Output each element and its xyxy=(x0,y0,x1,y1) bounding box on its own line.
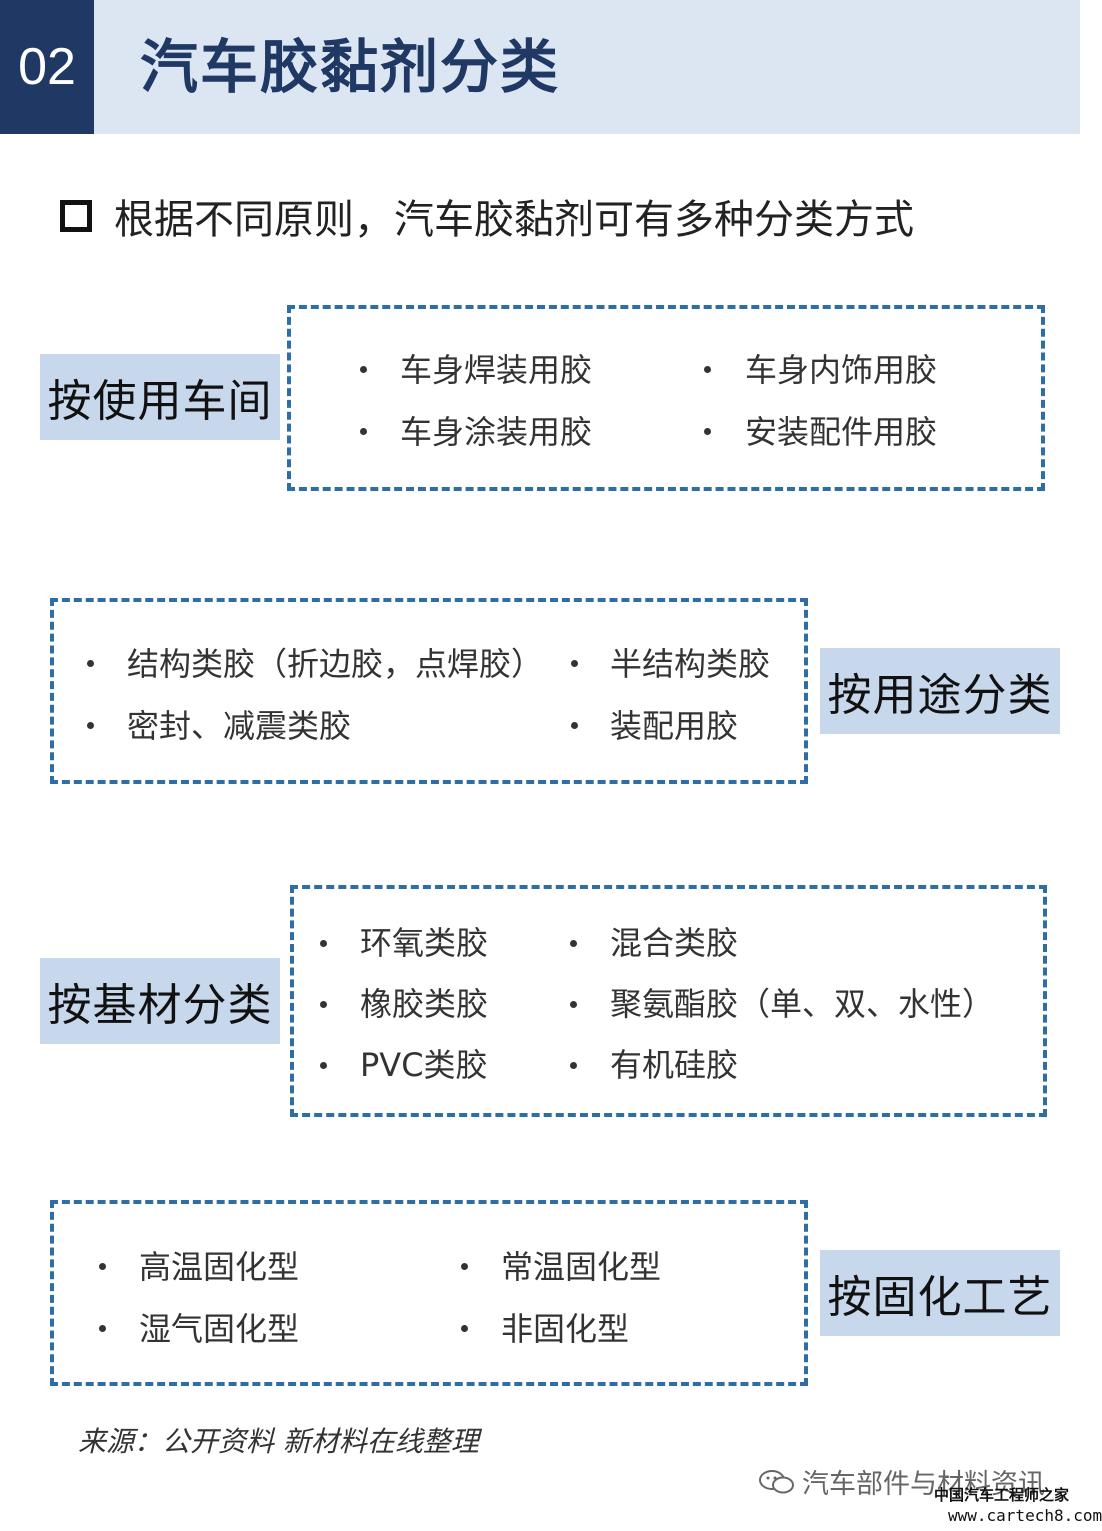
bullet-icon xyxy=(99,1263,106,1270)
section-box-workshop xyxy=(287,305,1045,491)
source-note: 来源：公开资料 新材料在线整理 xyxy=(78,1425,479,1458)
list-item: 湿气固化型 xyxy=(139,1310,300,1348)
list-item: 结构类胶（折边胶，点焊胶） xyxy=(127,645,544,683)
list-item: 密封、减震类胶 xyxy=(127,707,352,745)
list-item: 车身焊装用胶 xyxy=(400,351,593,389)
bullet-icon xyxy=(320,940,327,947)
bullet-icon xyxy=(704,428,711,435)
section-label-curing: 按固化工艺 xyxy=(820,1250,1060,1336)
wechat-watermark: 汽车部件与材料资讯 xyxy=(758,1462,1045,1501)
wechat-icon xyxy=(759,1469,794,1493)
header-bar: 02 汽车胶黏剂分类 xyxy=(0,0,1080,134)
intro-line: 根据不同原则，汽车胶黏剂可有多种分类方式 xyxy=(60,186,914,246)
intro-text: 根据不同原则，汽车胶黏剂可有多种分类方式 xyxy=(114,197,914,243)
list-item: 聚氨酯胶（单、双、水性） xyxy=(610,985,995,1023)
list-item: PVC类胶 xyxy=(360,1046,488,1084)
bullet-icon xyxy=(461,1325,468,1332)
bullet-icon xyxy=(99,1325,106,1332)
section-label-workshop: 按使用车间 xyxy=(40,354,280,440)
list-item: 车身内饰用胶 xyxy=(745,351,938,389)
bullet-icon xyxy=(570,1001,577,1008)
bullet-icon xyxy=(360,366,367,373)
bullet-icon xyxy=(571,722,578,729)
section-label-purpose: 按用途分类 xyxy=(820,648,1060,734)
bullet-icon xyxy=(570,1062,577,1069)
bullet-icon xyxy=(87,722,94,729)
list-item: 高温固化型 xyxy=(139,1248,300,1286)
list-item: 安装配件用胶 xyxy=(745,413,938,451)
list-item: 混合类胶 xyxy=(610,924,739,962)
bullet-icon xyxy=(320,1062,327,1069)
bullet-icon xyxy=(570,940,577,947)
bullet-icon xyxy=(704,366,711,373)
list-item: 橡胶类胶 xyxy=(360,985,489,1023)
list-item: 装配用胶 xyxy=(610,707,739,745)
bullet-icon xyxy=(87,660,94,667)
list-item: 常温固化型 xyxy=(501,1248,662,1286)
section-box-substrate xyxy=(290,885,1047,1117)
section-box-curing xyxy=(50,1200,808,1386)
bullet-icon xyxy=(461,1263,468,1270)
section-box-purpose xyxy=(50,598,808,784)
watermark-account: 汽车部件与材料资讯 xyxy=(802,1469,1045,1500)
list-item: 有机硅胶 xyxy=(610,1046,739,1084)
bullet-icon xyxy=(571,660,578,667)
site-url: www.cartech8.com xyxy=(948,1506,1102,1525)
list-item: 半结构类胶 xyxy=(610,645,771,683)
list-item: 车身涂装用胶 xyxy=(400,413,593,451)
section-number: 02 xyxy=(0,0,94,134)
bullet-icon xyxy=(360,428,367,435)
list-item: 非固化型 xyxy=(501,1310,630,1348)
page-title: 汽车胶黏剂分类 xyxy=(140,33,561,101)
site-name: 中国汽车工程师之家 xyxy=(934,1486,1070,1504)
list-item: 环氧类胶 xyxy=(360,924,489,962)
bullet-icon xyxy=(320,1001,327,1008)
square-bullet-icon xyxy=(60,200,92,232)
section-label-substrate: 按基材分类 xyxy=(40,958,280,1044)
